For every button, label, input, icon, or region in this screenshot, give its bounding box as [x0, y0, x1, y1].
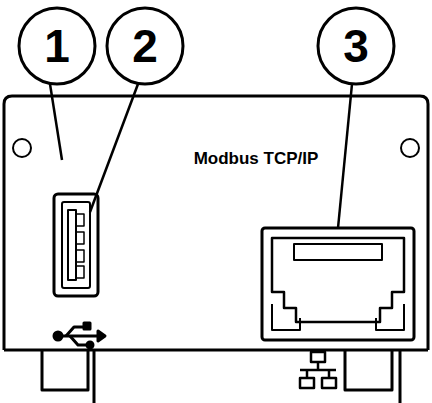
ethernet-port	[262, 228, 414, 340]
usb-port	[54, 194, 98, 296]
front-panel	[4, 96, 428, 350]
screw-hole	[401, 139, 419, 157]
leader-line	[90, 84, 138, 212]
mounting-edge	[399, 350, 402, 403]
callout-number: 2	[132, 23, 158, 69]
mounting-edge	[93, 350, 96, 403]
leader-line	[50, 84, 62, 160]
mounting-tab	[42, 350, 88, 390]
mounting-tab	[345, 350, 392, 390]
leader-line	[338, 84, 352, 228]
callout-circle	[107, 8, 183, 84]
network-icon	[300, 352, 336, 388]
callout-circle	[318, 8, 394, 84]
interface-label: Modbus TCP/IP	[194, 150, 319, 167]
screw-hole	[13, 139, 31, 157]
usb-icon	[54, 323, 105, 348]
callout-number: 3	[343, 23, 369, 69]
callout-circle	[19, 8, 95, 84]
panel-bottom	[4, 349, 428, 352]
callout-number: 1	[44, 23, 70, 69]
